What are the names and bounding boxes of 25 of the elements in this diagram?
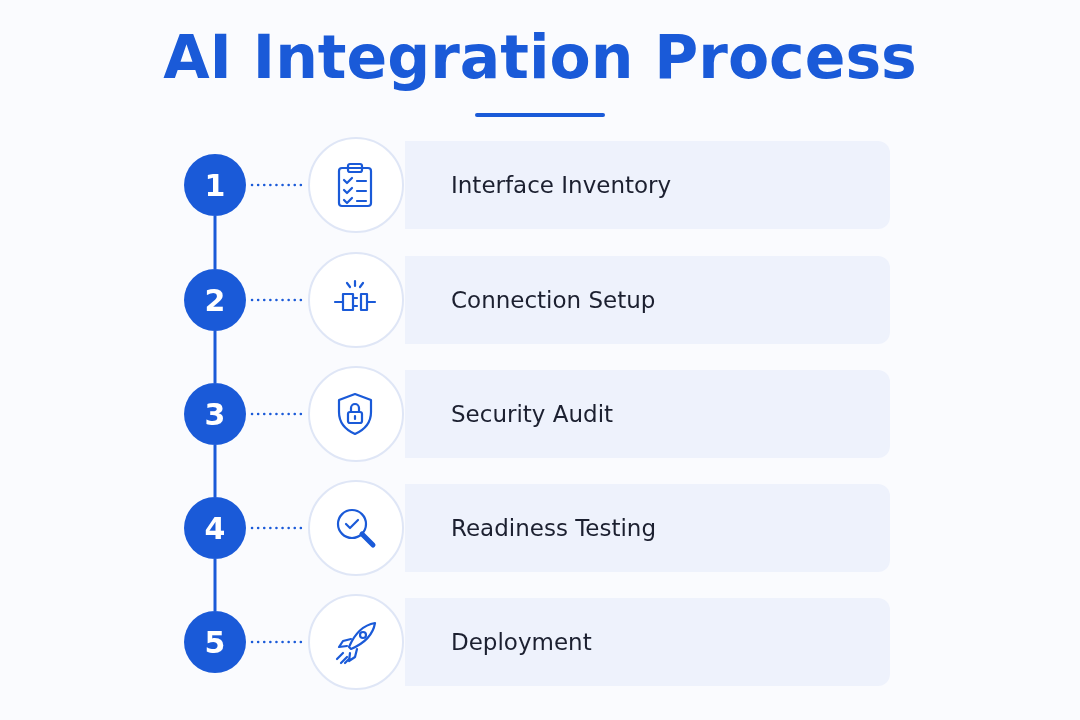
dotted-connector (250, 526, 304, 530)
step-label: Readiness Testing (451, 515, 657, 541)
step-number: 4 (184, 497, 246, 559)
step-label: Security Audit (451, 401, 614, 427)
connector-line (213, 559, 217, 611)
step-card (405, 370, 890, 458)
step-label: Interface Inventory (451, 172, 672, 198)
connector-line (213, 331, 217, 383)
step-label: Deployment (451, 629, 592, 655)
connector-line (213, 445, 217, 497)
title: AI Integration Process (163, 22, 917, 92)
step-number: 2 (184, 269, 246, 331)
step-label: Connection Setup (451, 287, 656, 313)
dotted-connector (250, 412, 304, 416)
dotted-connector (250, 183, 304, 187)
step-card (405, 484, 890, 572)
step-card (405, 256, 890, 344)
step-number: 5 (184, 611, 246, 673)
dotted-connector (250, 298, 304, 302)
step-card (405, 141, 890, 229)
step-card (405, 598, 890, 686)
step-number: 1 (184, 154, 246, 216)
dotted-connector (250, 640, 304, 644)
connector-line (213, 216, 217, 269)
step-number: 3 (184, 383, 246, 445)
